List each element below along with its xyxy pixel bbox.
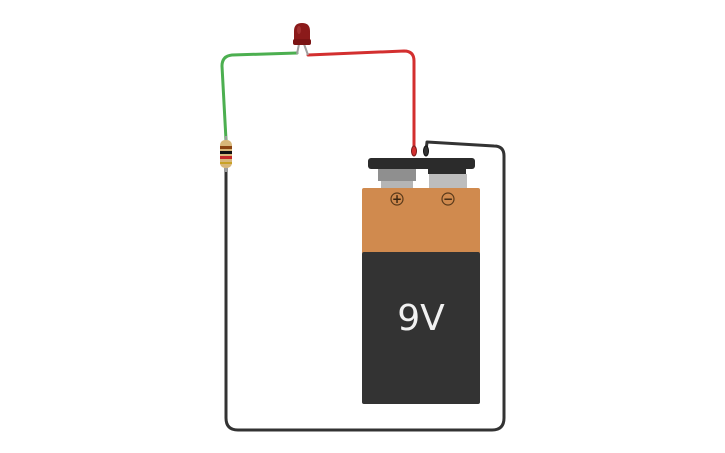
battery-cap <box>368 158 475 169</box>
resistor-icon[interactable] <box>220 136 232 172</box>
black-connector-icon[interactable] <box>423 145 429 157</box>
negative-symbol: − <box>443 192 453 206</box>
battery-voltage-label: 9V <box>397 298 445 339</box>
positive-symbol: + <box>392 192 402 206</box>
negative-terminal[interactable] <box>429 174 467 189</box>
red-connector-icon[interactable] <box>411 145 417 157</box>
battery-icon[interactable]: + − 9V <box>362 158 480 404</box>
wire-green[interactable] <box>220 51 299 142</box>
battery-top <box>362 188 480 254</box>
led-icon[interactable] <box>293 23 311 56</box>
positive-terminal[interactable] <box>378 169 416 181</box>
wire-red[interactable] <box>306 49 416 152</box>
battery-body <box>362 252 480 404</box>
wire-black[interactable] <box>224 140 506 432</box>
